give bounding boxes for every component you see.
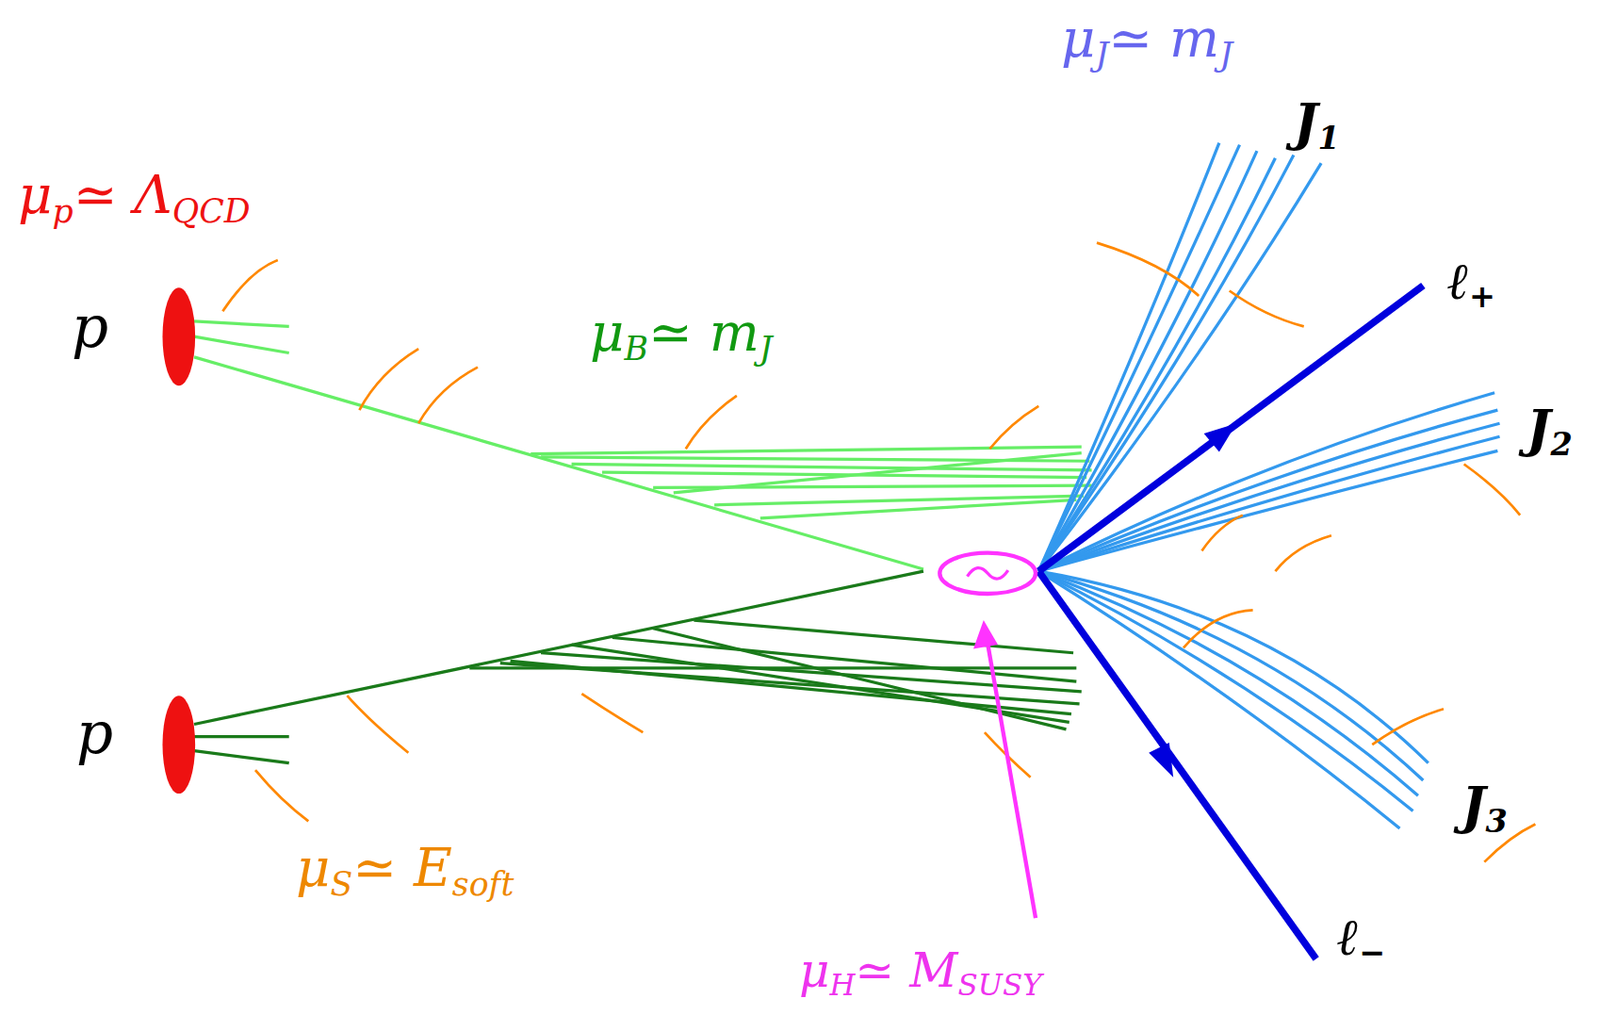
subscript-text: B — [623, 329, 649, 368]
proton — [162, 287, 196, 386]
subscript-text: J — [1219, 35, 1233, 74]
arrowhead — [1204, 423, 1238, 452]
scale-formula: ℓ+ — [1447, 255, 1496, 313]
scale-formula: μS≃ Esoft — [295, 841, 514, 900]
lepton-lines — [1038, 285, 1423, 959]
tilde-symbol — [967, 568, 1009, 580]
subscript-text: 1 — [1318, 119, 1340, 157]
label-text: ≃ Λ — [73, 163, 173, 226]
subscript-text: QCD — [172, 192, 251, 230]
scale-formula: μB≃ mJ — [589, 306, 773, 365]
final-jets — [1038, 143, 1500, 829]
beam-jet-lower — [194, 571, 1082, 763]
label-text: μ — [799, 943, 831, 998]
hard-vertex — [939, 553, 1036, 594]
subscript-text: J — [1094, 35, 1109, 74]
subscript-text: + — [1469, 277, 1496, 315]
label-text: μ — [17, 163, 52, 226]
subscript-text: SUSY — [958, 967, 1043, 1002]
arrowhead — [1148, 742, 1174, 778]
label-text: ℓ — [1447, 250, 1470, 311]
label-text: p — [76, 699, 114, 767]
scale-formula: p — [76, 703, 114, 762]
scale-formula: J2 — [1526, 403, 1573, 461]
subscript-text: H — [830, 967, 856, 1002]
subscript-text: soft — [452, 865, 515, 903]
label-text: ≃ m — [1108, 7, 1220, 69]
subscript-text: 3 — [1485, 802, 1508, 840]
subscript-text: S — [329, 865, 353, 903]
label-text: p — [71, 293, 109, 360]
subscript-text: 2 — [1551, 425, 1573, 463]
scale-formula: p — [71, 297, 109, 356]
subscript-text: J — [759, 329, 773, 368]
label-text: ≃ M — [855, 943, 959, 998]
label-text: J — [1461, 775, 1486, 836]
label-text: ≃ m — [648, 301, 760, 363]
pointer-line — [986, 637, 1036, 919]
scale-formula: μH≃ MSUSY — [799, 946, 1043, 1000]
label-text: μ — [1061, 7, 1095, 69]
proton — [162, 695, 196, 794]
arrowhead — [973, 620, 998, 649]
label-text: μ — [295, 836, 330, 898]
label-text: μ — [589, 301, 624, 363]
label-text: J — [1526, 398, 1552, 459]
scale-formula: μp≃ ΛQCD — [17, 168, 251, 228]
scale-formula: ℓ− — [1337, 911, 1386, 969]
label-text: J — [1293, 92, 1319, 153]
label-text: ≃ E — [352, 836, 453, 898]
subscript-text: p — [51, 192, 73, 230]
subscript-text: − — [1358, 933, 1386, 971]
label-text: ℓ — [1337, 906, 1359, 967]
scale-formula: J3 — [1461, 780, 1508, 838]
beam-jet-upper — [194, 321, 1093, 570]
soft-radiation — [222, 243, 1535, 863]
scale-formula: J1 — [1293, 97, 1340, 155]
scale-formula: μJ≃ mJ — [1061, 12, 1233, 71]
